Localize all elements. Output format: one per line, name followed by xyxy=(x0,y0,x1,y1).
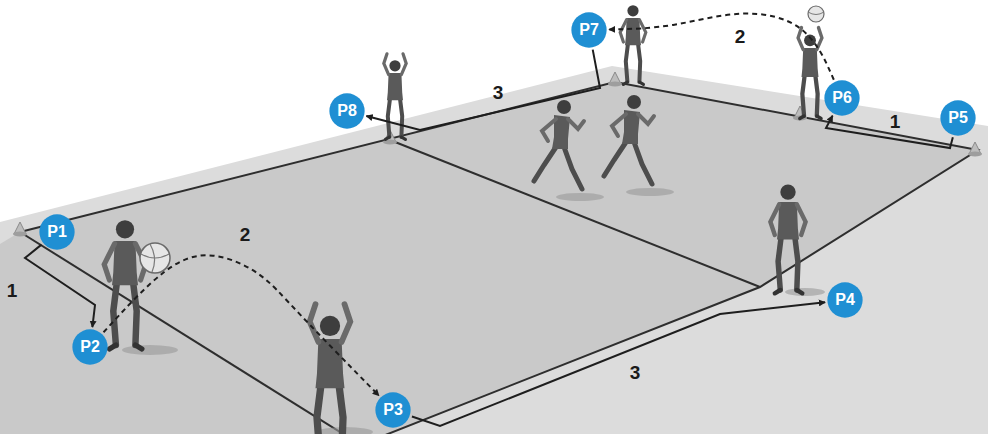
player-label: P7 xyxy=(579,21,599,39)
ball xyxy=(808,6,824,22)
shadows xyxy=(122,188,825,434)
marker-text-box: P3 xyxy=(375,392,411,428)
marker-fill xyxy=(571,12,606,47)
marker-text-box: P1 xyxy=(39,214,75,250)
ball xyxy=(140,243,170,273)
player-label: P8 xyxy=(337,102,357,120)
marker-text-box: P4 xyxy=(827,282,863,318)
player-label: P5 xyxy=(948,109,968,127)
marker-fill xyxy=(72,329,107,364)
player-marker: P4 xyxy=(827,282,863,318)
player-marker: P2 xyxy=(72,329,108,365)
player-figure xyxy=(798,28,822,119)
court-lines xyxy=(20,82,978,434)
player-figure xyxy=(104,220,146,349)
move-arrow xyxy=(25,245,95,328)
player-marker: P8 xyxy=(329,93,365,129)
marker-text-box: P6 xyxy=(824,80,860,116)
cones xyxy=(13,72,982,237)
player-label: P4 xyxy=(835,291,855,309)
runner-figure xyxy=(534,100,584,189)
player-label: P1 xyxy=(47,223,67,241)
step-number: 3 xyxy=(493,83,504,102)
player-label: P2 xyxy=(80,338,100,356)
move-arrow xyxy=(412,302,825,426)
player-figure xyxy=(770,184,805,293)
player-label: P6 xyxy=(832,89,852,107)
marker-fill xyxy=(940,100,975,135)
marker-fill xyxy=(827,282,862,317)
step-number: 1 xyxy=(890,112,901,131)
move-arrow xyxy=(366,50,600,130)
court-surface xyxy=(0,82,978,434)
step-number: 3 xyxy=(630,363,641,382)
marker-fill xyxy=(824,80,859,115)
move-arrow xyxy=(826,116,953,148)
pass-arrow xyxy=(104,255,379,395)
step-number: 2 xyxy=(240,225,251,244)
player-marker: P6 xyxy=(824,80,860,116)
marker-text-box: P7 xyxy=(571,12,607,48)
marker-text-box: P2 xyxy=(72,329,108,365)
step-number: 2 xyxy=(735,27,746,46)
marker-fill xyxy=(375,392,410,427)
player-label: P3 xyxy=(383,401,403,419)
connectors xyxy=(25,14,953,426)
player-marker: P3 xyxy=(375,392,411,428)
marker-text-box: P5 xyxy=(940,100,976,136)
marker-text-box: P8 xyxy=(329,93,365,129)
marker-fill xyxy=(39,214,74,249)
player-figure xyxy=(310,304,351,434)
runner-figure xyxy=(604,95,654,184)
player-marker: P5 xyxy=(940,100,976,136)
player-figure xyxy=(620,5,646,84)
pass-arrow xyxy=(609,14,834,80)
player-marker: P7 xyxy=(571,12,607,48)
player-marker: P1 xyxy=(39,214,75,250)
step-number: 1 xyxy=(7,281,18,300)
marker-fill xyxy=(329,93,364,128)
